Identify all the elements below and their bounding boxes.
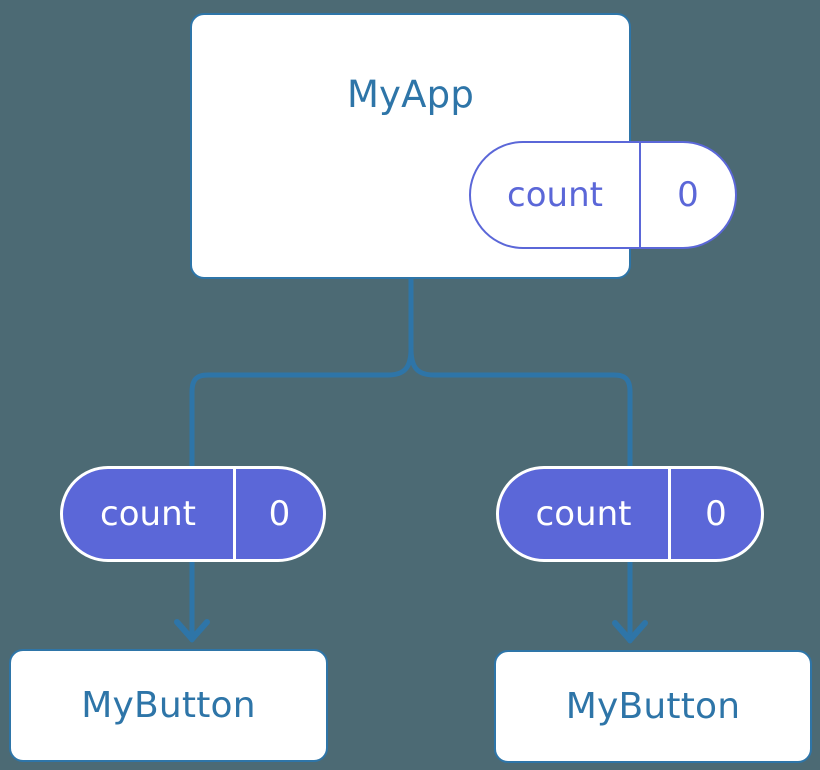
component-title-myapp: MyApp (346, 73, 475, 116)
component-card-mybutton-left[interactable]: MyButton (9, 649, 328, 762)
prop-pill-value: 0 (268, 494, 291, 534)
prop-pill-value: 0 (705, 494, 727, 534)
component-title-mybutton: MyButton (81, 685, 256, 726)
state-pill-key: count (471, 143, 641, 247)
prop-pill-key: count (499, 469, 671, 559)
connector-branch-left (189, 346, 414, 469)
component-card-myapp[interactable]: MyApp count 0 (190, 13, 737, 279)
state-pill-value: 0 (677, 175, 699, 215)
component-title-mybutton: MyButton (565, 686, 741, 727)
prop-pill-right[interactable]: count 0 (496, 466, 764, 562)
connector-branch-right (408, 346, 633, 469)
prop-pill-key: count (63, 469, 236, 559)
prop-pill-left[interactable]: count 0 (60, 466, 326, 562)
arrowhead-left-icon (174, 619, 210, 642)
arrowhead-right-icon (612, 620, 648, 643)
component-card-mybutton-right[interactable]: MyButton (494, 650, 812, 763)
state-pill-myapp[interactable]: count 0 (469, 141, 737, 249)
